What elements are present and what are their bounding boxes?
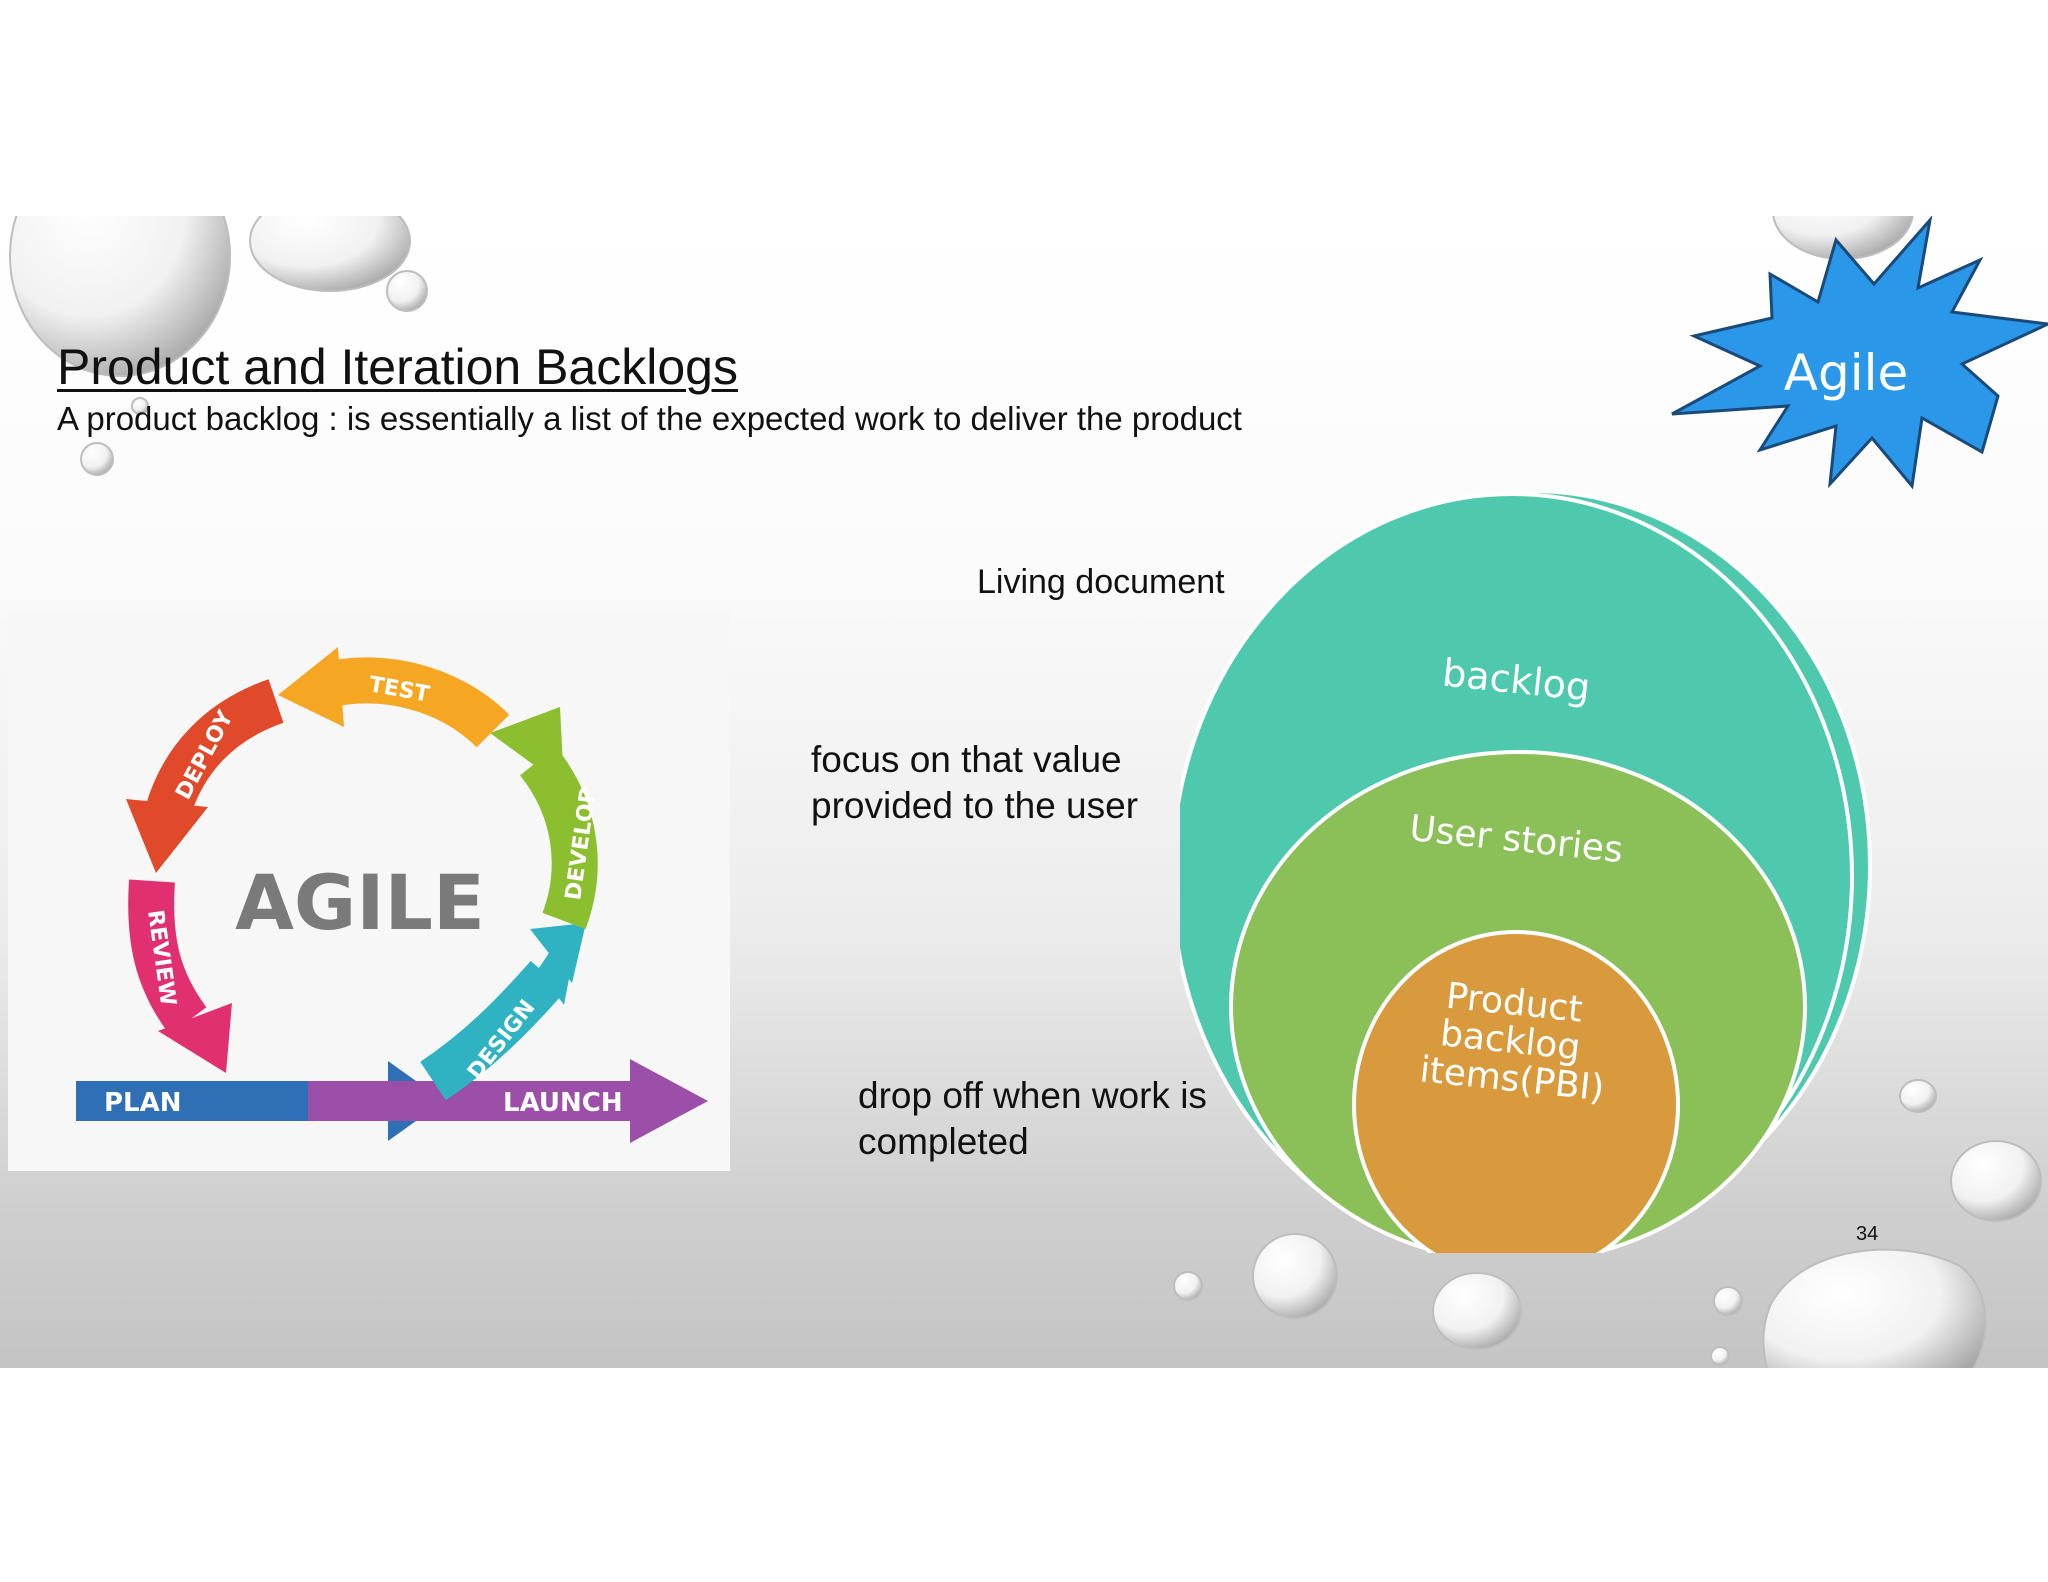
design-arrow: DESIGN <box>420 923 586 1101</box>
pbi-label: Product backlog items(PBI) <box>1418 974 1614 1110</box>
living-document-note: Living document <box>977 563 1225 601</box>
water-drops-decoration <box>9 216 2042 1368</box>
slide: Product and Iteration Backlogs A product… <box>0 216 2048 1368</box>
slide-subtitle: A product backlog : is essentially a lis… <box>57 400 1242 437</box>
drop-off-note-line: completed <box>858 1121 1029 1162</box>
focus-note-line: focus on that value <box>811 739 1122 780</box>
page-number: 34 <box>1856 1223 1879 1245</box>
water-drop <box>9 216 2042 1368</box>
launch-arrow: LAUNCH <box>308 1059 708 1143</box>
slide-title: Product and Iteration Backlogs <box>57 339 738 395</box>
agile-starburst-badge: Agile <box>1671 216 2048 490</box>
agile-center-label: AGILE <box>235 858 485 947</box>
agile-cycle-image: PLAN LAUNCH DESIGN DEVELOP <box>8 611 730 1171</box>
launch-label: LAUNCH <box>503 1088 623 1118</box>
pbi-circle <box>1352 930 1680 1253</box>
drop-off-note: drop off when work is completed <box>858 1073 1207 1165</box>
agile-badge-label: Agile <box>1784 344 1909 402</box>
focus-note: focus on that value provided to the user <box>811 737 1138 829</box>
agile-cycle-diagram: PLAN LAUNCH DESIGN DEVELOP <box>76 647 708 1143</box>
plan-label: PLAN <box>104 1088 182 1118</box>
deploy-arrow: DEPLOY <box>126 679 285 873</box>
test-arrow: TEST <box>278 647 510 748</box>
drop-off-note-line: drop off when work is <box>858 1075 1207 1116</box>
starburst-icon <box>1671 216 2048 490</box>
review-arrow: REVIEW <box>128 879 232 1073</box>
nested-backlog-diagram: backlog User stories Product backlog ite… <box>1180 491 1872 1253</box>
develop-arrow: DEVELOP <box>490 707 602 930</box>
focus-note-line: provided to the user <box>811 785 1139 826</box>
